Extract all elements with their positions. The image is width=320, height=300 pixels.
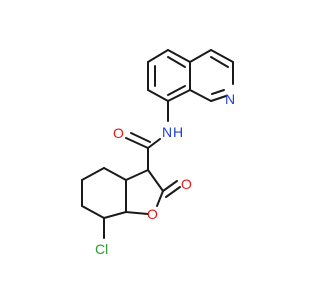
bond	[167, 56, 186, 68]
bond	[81, 167, 105, 181]
bond	[189, 89, 212, 102]
lactone-carbonyl-oxygen-label: O	[181, 176, 192, 192]
amide-hydrogen-label: H	[173, 124, 183, 140]
amide-nitrogen-label: N	[162, 124, 172, 140]
bond	[162, 180, 178, 192]
bond	[130, 132, 151, 143]
bond	[147, 49, 169, 63]
quinoline-benzo-ring	[147, 49, 191, 102]
amide-group	[125, 100, 169, 171]
quinoline-nitrogen-label: N	[225, 91, 235, 107]
bond	[125, 137, 149, 149]
bond	[165, 186, 181, 198]
hexahydrobenzofuranone-core	[81, 167, 181, 239]
bond	[103, 211, 127, 219]
bond	[210, 95, 227, 102]
ring-oxygen-label: O	[147, 206, 158, 222]
bond	[125, 211, 149, 215]
bond	[125, 169, 149, 181]
bond	[210, 49, 234, 63]
bond	[156, 190, 164, 207]
amide-oxygen-label: O	[113, 125, 124, 141]
chlorine-label: Cl	[95, 241, 108, 257]
bond	[211, 89, 225, 95]
molecule-canvas: N N H O O O Cl	[81, 49, 235, 257]
bond	[147, 89, 169, 102]
bond	[167, 49, 191, 63]
bond	[147, 169, 164, 192]
quinoline-pyridine-ring	[189, 49, 234, 102]
bond	[147, 138, 161, 149]
bond	[167, 89, 191, 102]
bond	[103, 167, 127, 181]
bond	[167, 85, 186, 96]
bond	[189, 49, 212, 63]
bond	[210, 56, 229, 68]
molecule-structure: N N H O O O Cl	[81, 49, 235, 257]
bond	[81, 205, 105, 219]
